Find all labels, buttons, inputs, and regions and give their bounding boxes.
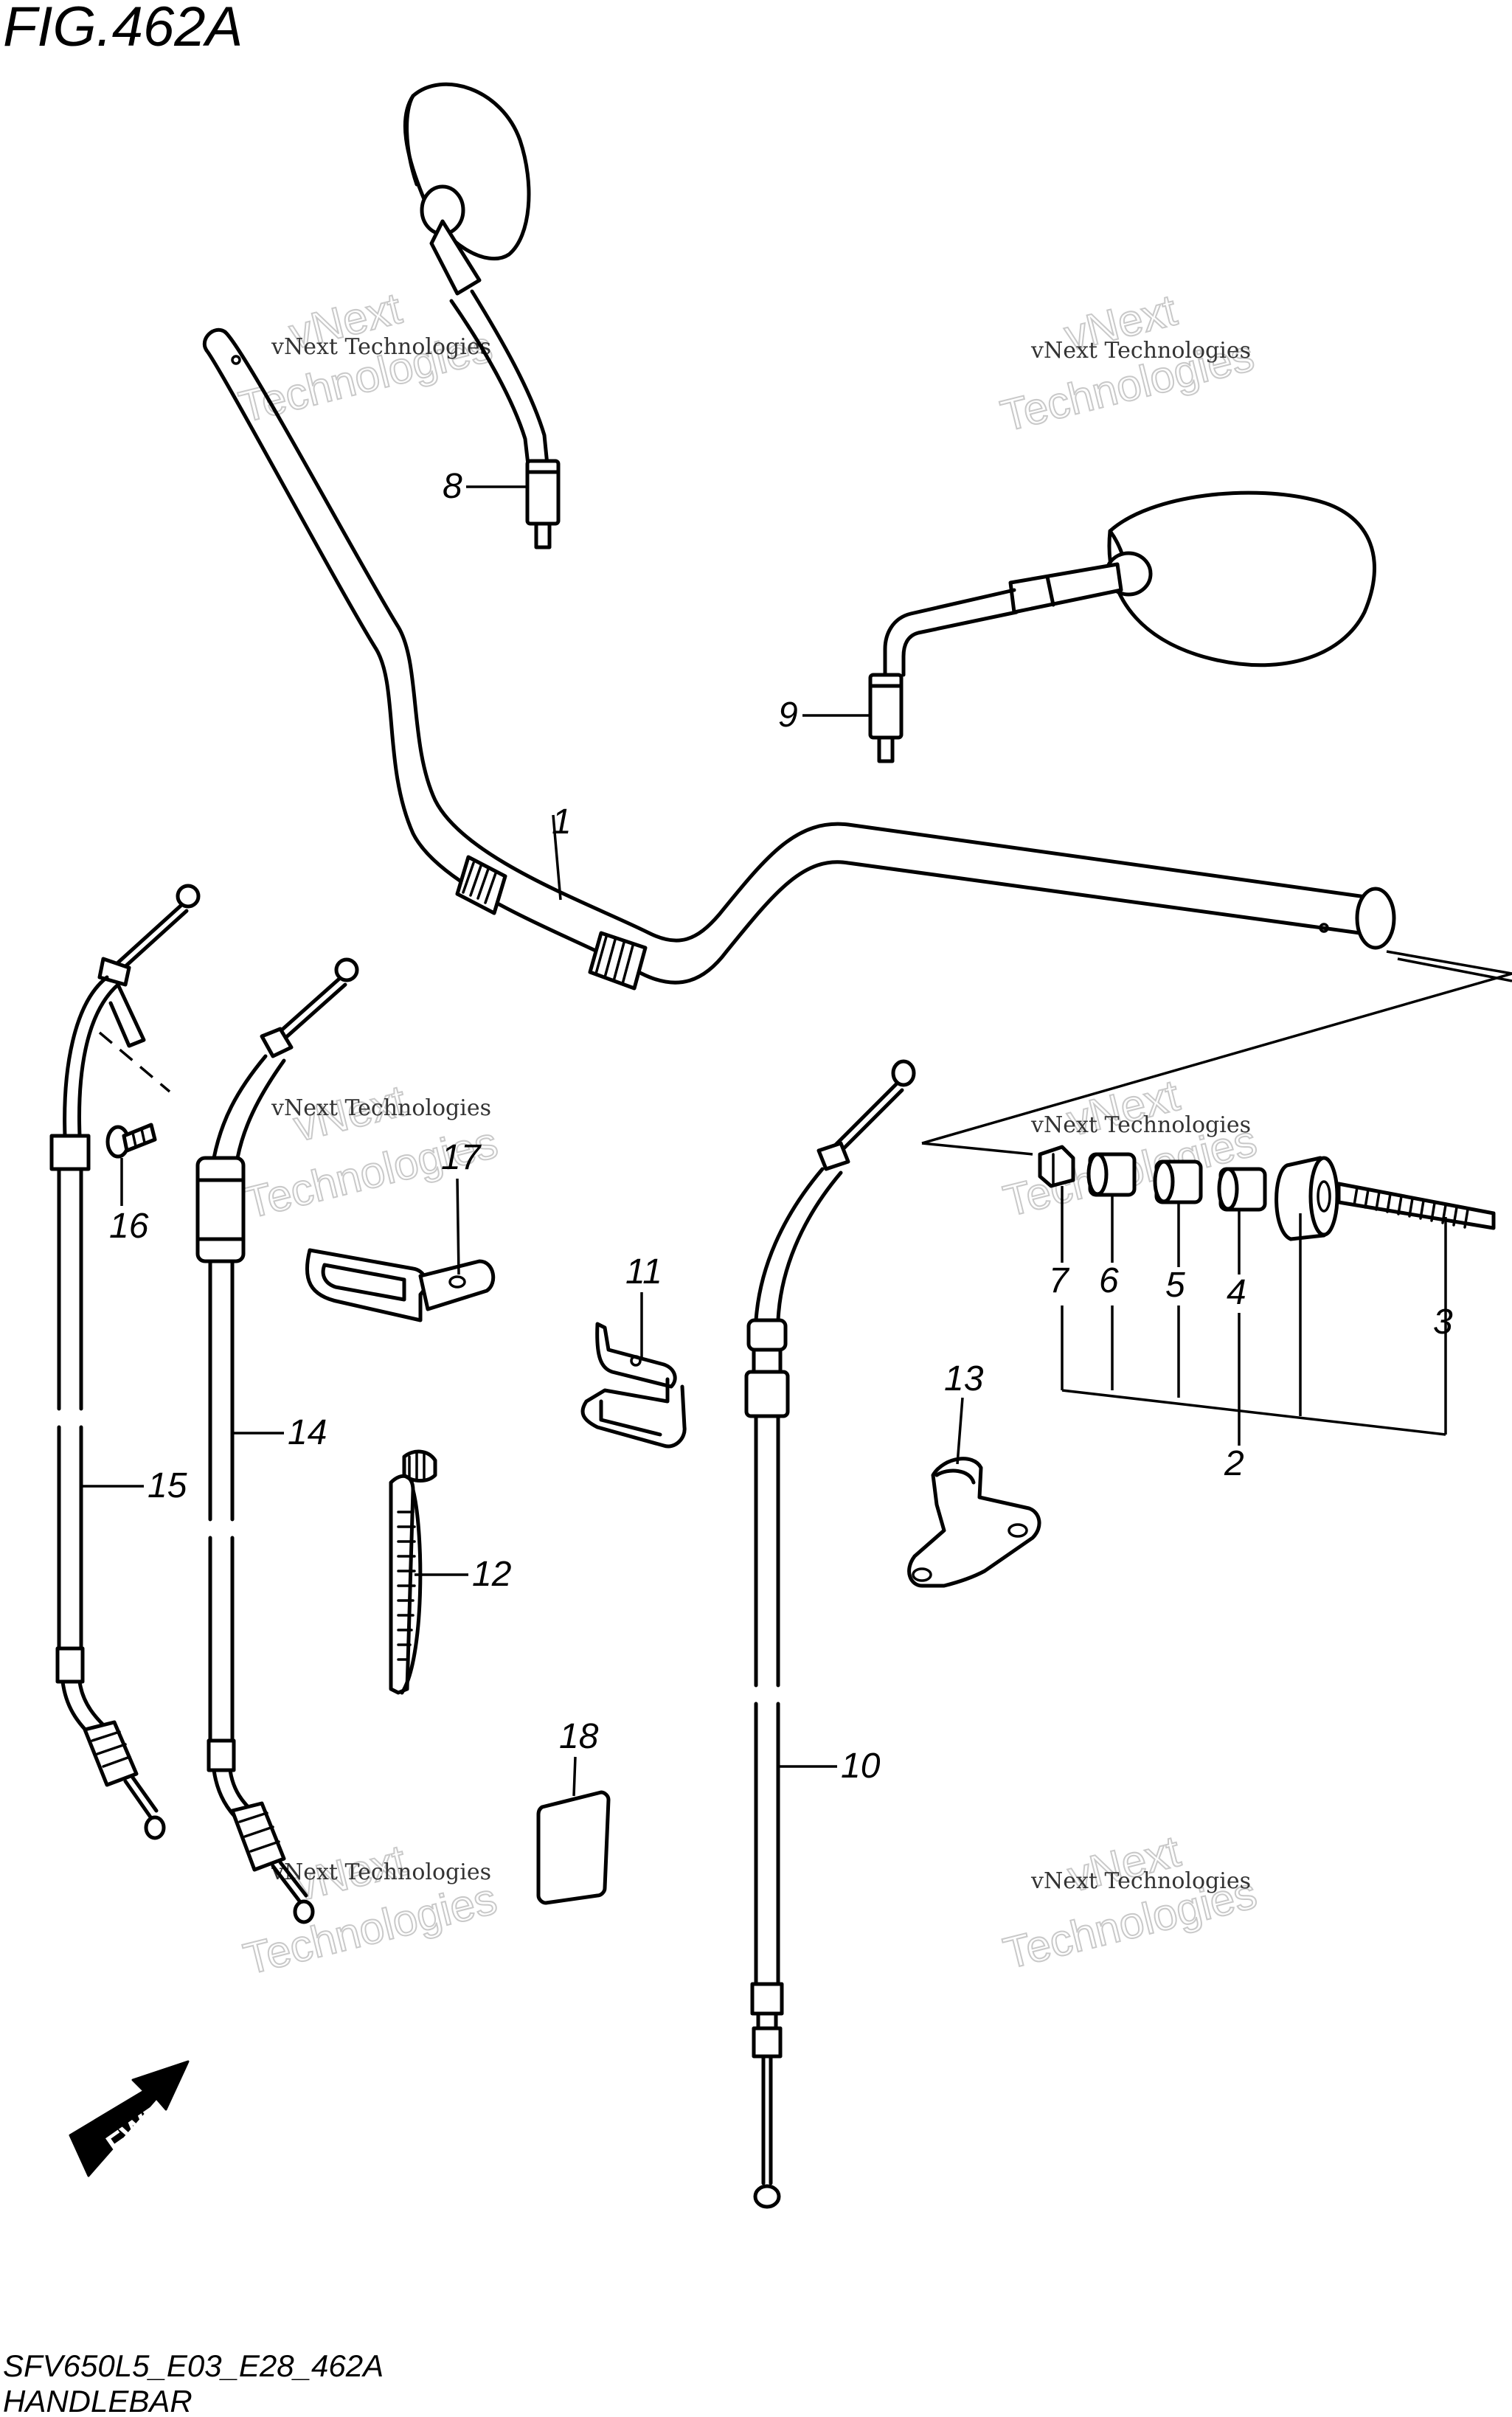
reference-line (921, 1142, 1033, 1156)
throttle-cable-no2[interactable] (195, 957, 359, 1924)
callout-4: 4 (1227, 1273, 1246, 1312)
svg-text:vNext Technologies: vNext Technologies (1030, 1112, 1251, 1138)
callout-10: 10 (841, 1747, 881, 1786)
callout-9: 9 (778, 696, 798, 735)
callout-11: 11 (625, 1252, 662, 1291)
svg-text:vNext Technologies: vNext Technologies (271, 1095, 491, 1121)
figure-name: HANDLEBAR (3, 2384, 193, 2417)
svg-text:vNext Technologies: vNext Technologies (271, 1859, 491, 1885)
callout-8: 8 (443, 467, 462, 506)
callout-6: 6 (1099, 1261, 1119, 1300)
callout-2: 2 (1224, 1444, 1244, 1483)
cable-tie[interactable] (389, 1449, 437, 1695)
clutch-cable[interactable] (744, 1059, 916, 2209)
callout-1: 1 (552, 802, 572, 842)
pad[interactable] (536, 1790, 611, 1905)
holder-bracket[interactable] (907, 1457, 1041, 1588)
watermark-group: Technologies vNext vNext Technologies Te… (234, 282, 1262, 1985)
balancer-set[interactable] (1038, 1145, 1496, 1446)
callout-18: 18 (559, 1717, 599, 1756)
figure-title: FIG.462A (3, 0, 243, 58)
callout-14: 14 (288, 1413, 327, 1452)
reference-line (1386, 950, 1512, 975)
svg-text:vNext Technologies: vNext Technologies (271, 334, 491, 360)
forward-direction-arrow: FWD (69, 2060, 190, 2177)
callout-12: 12 (472, 1555, 511, 1594)
callouts: 1 2 3 4 5 6 7 8 9 10 11 12 13 14 15 16 1… (81, 467, 1453, 1797)
callout-7: 7 (1049, 1261, 1070, 1300)
reference-line (921, 972, 1512, 1145)
callout-5: 5 (1165, 1266, 1185, 1305)
reference-line (1397, 957, 1512, 982)
callout-3: 3 (1433, 1303, 1453, 1342)
watermark: Technologies vNext vNext Technologies (995, 284, 1259, 441)
cable-clamp[interactable] (305, 1248, 496, 1322)
callout-16: 16 (109, 1207, 149, 1246)
cable-guide[interactable] (580, 1322, 687, 1449)
svg-text:vNext Technologies: vNext Technologies (1030, 1868, 1251, 1894)
callout-17: 17 (441, 1138, 482, 1177)
callout-13: 13 (944, 1359, 984, 1398)
left-mirror[interactable] (403, 82, 561, 549)
screw[interactable] (105, 1123, 157, 1159)
callout-15: 15 (148, 1466, 187, 1505)
right-mirror[interactable] (868, 490, 1376, 763)
svg-text:vNext Technologies: vNext Technologies (1030, 338, 1251, 364)
watermark: Technologies vNext vNext Technologies (998, 1825, 1262, 1979)
throttle-cable-no1[interactable] (49, 884, 201, 1840)
figure-code: SFV650L5_E03_E28_462A (3, 2348, 384, 2383)
handlebar-tube[interactable] (202, 327, 1396, 991)
